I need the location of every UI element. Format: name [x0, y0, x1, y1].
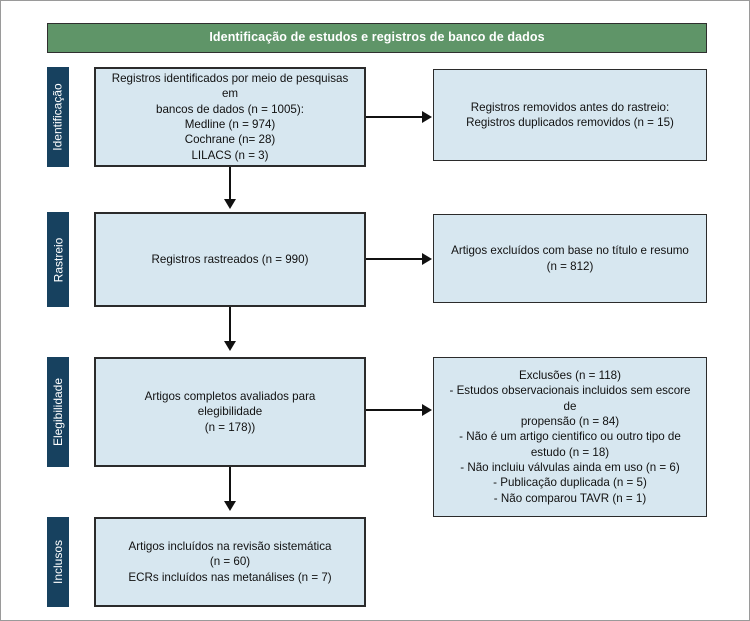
connector-screened-to-excluded — [366, 258, 423, 260]
box-records-excluded: Artigos excluídos com base no título e r… — [433, 214, 707, 303]
arrowhead-fulltext-to-exclusions — [422, 404, 432, 416]
box-full-text-assessed: Artigos completos avaliados para elegibi… — [94, 357, 366, 467]
box-records-removed-text: Registros removidos antes do rastreio: R… — [466, 100, 674, 129]
stage-tab-rastreio: Rastreio — [47, 212, 69, 307]
arrowhead-fulltext-to-included — [224, 501, 236, 511]
box-full-text-assessed-text: Artigos completos avaliados para elegibi… — [144, 390, 316, 434]
box-records-screened: Registros rastreados (n = 990) — [94, 212, 366, 307]
box-records-removed: Registros removidos antes do rastreio: R… — [433, 69, 707, 161]
box-included-studies: Artigos incluídos na revisão sistemática… — [94, 517, 366, 607]
connector-fulltext-to-included — [229, 467, 231, 504]
box-exclusions: Exclusões (n = 118) - Estudos observacio… — [433, 357, 707, 517]
stage-tab-identificacao: Identificação — [47, 67, 69, 167]
stage-label-rastreio: Rastreio — [51, 237, 65, 282]
stage-tab-elegibilidade: Elegibilidade — [47, 357, 69, 467]
box-included-studies-text: Artigos incluídos na revisão sistemática… — [128, 540, 332, 584]
connector-fulltext-to-exclusions — [366, 409, 423, 411]
arrowhead-screened-to-fulltext — [224, 341, 236, 351]
stage-label-inclusos: Inclusos — [51, 539, 65, 585]
header-banner: Identificação de estudos e registros de … — [47, 23, 707, 53]
box-identified-records: Registros identificados por meio de pesq… — [94, 67, 366, 167]
connector-identified-to-screened — [229, 167, 231, 201]
stage-label-elegibilidade: Elegibilidade — [51, 377, 65, 447]
connector-identified-to-removed — [366, 116, 423, 118]
box-records-screened-text: Registros rastreados (n = 990) — [151, 252, 309, 266]
arrowhead-screened-to-excluded — [422, 253, 432, 265]
box-exclusions-text: Exclusões (n = 118) - Estudos observacio… — [449, 369, 691, 505]
arrowhead-identified-to-removed — [422, 111, 432, 123]
box-records-excluded-text: Artigos excluídos com base no título e r… — [451, 244, 689, 273]
stage-label-identificacao: Identificação — [51, 83, 66, 151]
header-title: Identificação de estudos e registros de … — [209, 30, 545, 45]
arrowhead-identified-to-screened — [224, 199, 236, 209]
stage-tab-inclusos: Inclusos — [47, 517, 69, 607]
box-identified-records-text: Registros identificados por meio de pesq… — [111, 72, 349, 162]
connector-screened-to-fulltext — [229, 307, 231, 343]
